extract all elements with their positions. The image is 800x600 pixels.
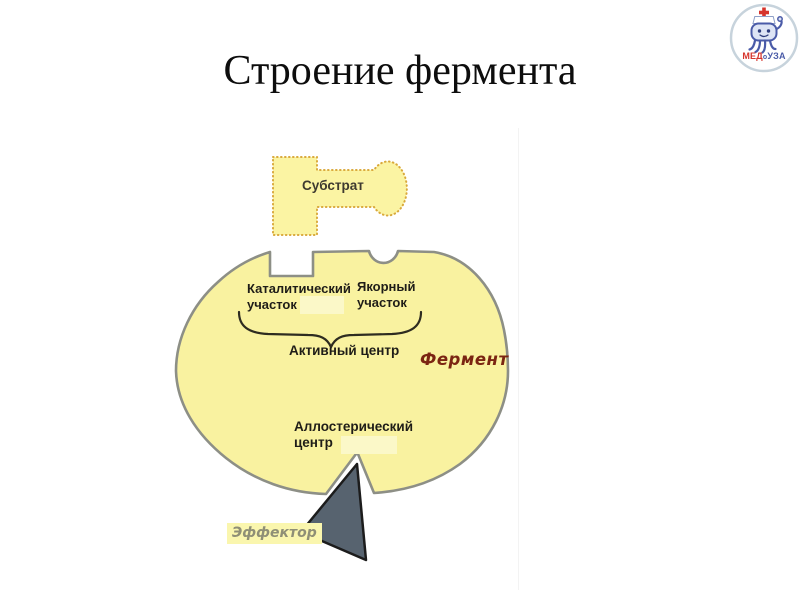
logo-text-uza: УЗА xyxy=(767,51,786,61)
anchor-site-label: Якорный участок xyxy=(357,279,416,310)
enzyme-label: Фермент xyxy=(420,350,509,369)
octopus-head xyxy=(750,22,778,42)
nurse-cap xyxy=(752,16,776,24)
octopus-fist xyxy=(777,16,783,22)
allosteric-center-label: Аллостерический центр xyxy=(294,419,413,450)
substrate-shape xyxy=(272,156,408,236)
logo-text-med: МЕД xyxy=(742,51,763,61)
octopus-logo-icon xyxy=(729,3,799,73)
slide-title: Строение фермента xyxy=(223,48,577,94)
label-highlight xyxy=(300,296,344,314)
enzyme-diagram: Субстрат Каталитический участок Якорный … xyxy=(150,128,519,590)
catalytic-site-label: Каталитический участок xyxy=(247,281,351,312)
enzyme-diagram-shapes xyxy=(174,156,510,562)
medusa-logo: МЕДоУЗА xyxy=(728,2,800,74)
red-cross-icon xyxy=(759,7,769,18)
active-center-brace xyxy=(237,310,423,350)
label-highlight xyxy=(341,436,397,454)
active-center-label: Активный центр xyxy=(289,343,400,358)
logo-text: МЕДоУЗА xyxy=(728,51,800,61)
logo-text-o: о xyxy=(762,54,768,61)
substrate-label: Субстрат xyxy=(302,178,364,193)
enzyme-body-shape xyxy=(174,249,510,496)
effector-label: Эффектор xyxy=(227,523,322,544)
